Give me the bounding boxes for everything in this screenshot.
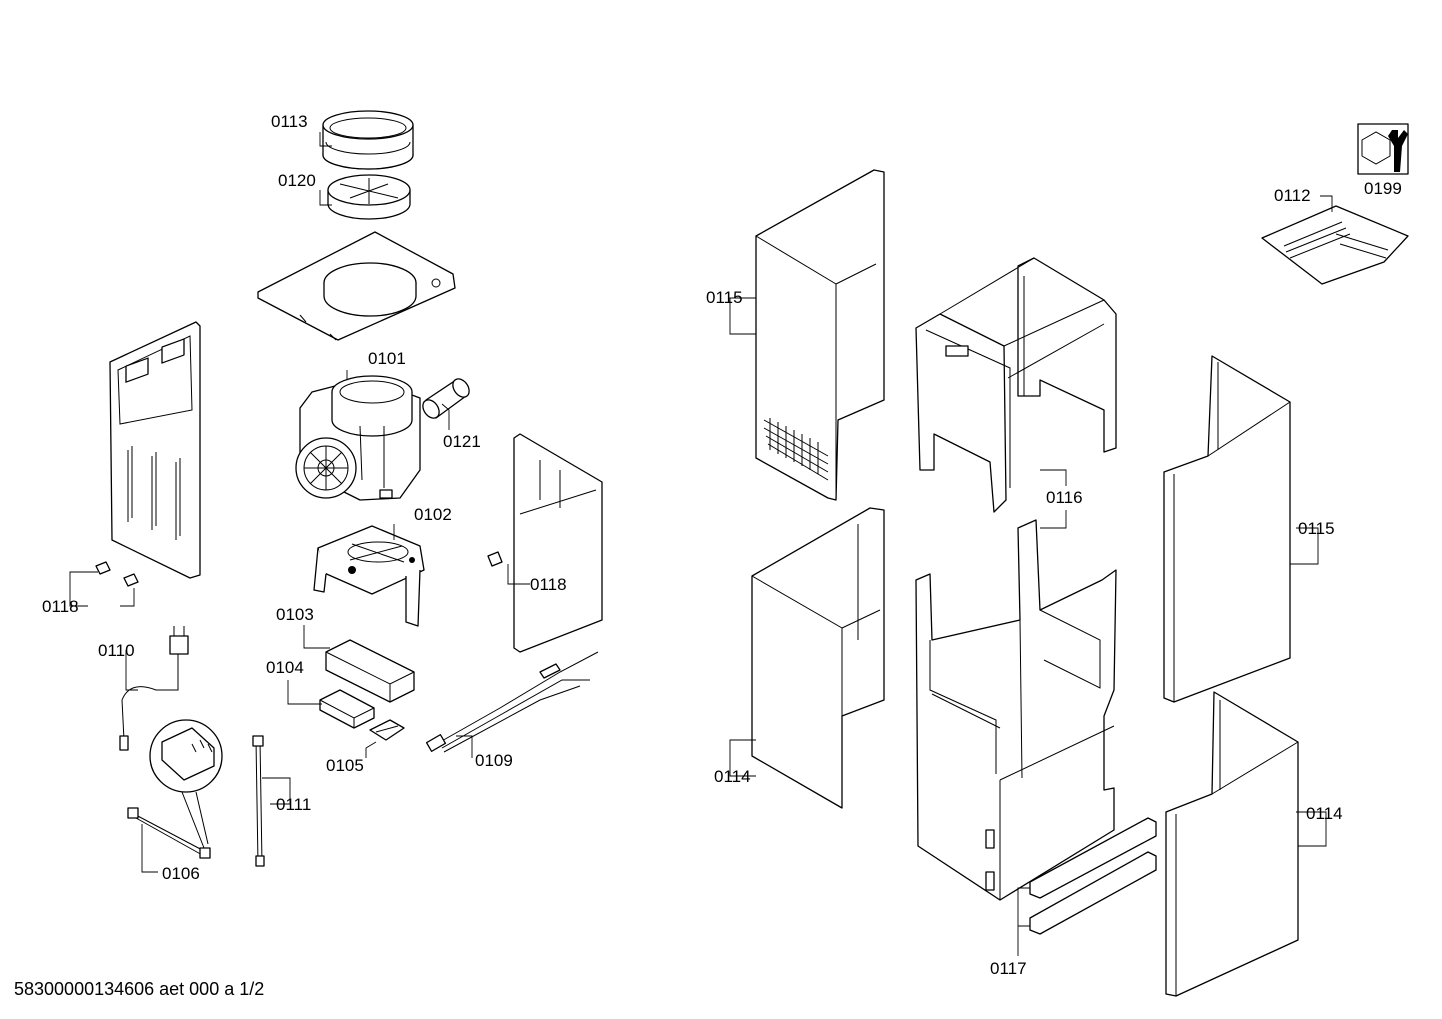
label-0106: 0106 bbox=[162, 864, 200, 883]
label-0116: 0116 bbox=[1046, 488, 1083, 507]
part-0114-chimney-panel-lower-left bbox=[751, 507, 885, 809]
label-0199: 0199 bbox=[1364, 179, 1402, 198]
part-0110-power-cord bbox=[119, 626, 189, 751]
label-0120: 0120 bbox=[278, 171, 316, 190]
label-0114-left: 0114 bbox=[714, 767, 751, 786]
document-reference-code: 58300000134606 aet 000 a 1/2 bbox=[14, 979, 265, 999]
label-0102: 0102 bbox=[414, 505, 452, 524]
left-side-panel bbox=[109, 321, 201, 579]
mounting-plate bbox=[257, 231, 456, 341]
part-0117-trim-strips bbox=[1029, 817, 1157, 935]
label-0111: 0111 bbox=[276, 795, 311, 814]
connector-detail-callout bbox=[149, 719, 223, 849]
part-0112-screw-bag bbox=[1261, 205, 1409, 285]
label-0115-upper: 0115 bbox=[706, 288, 743, 307]
part-0113-collar-ring bbox=[322, 110, 414, 170]
part-0104-capacitor-holder bbox=[319, 689, 375, 729]
part-0105-terminal bbox=[369, 719, 405, 741]
part-0106-cable bbox=[127, 807, 211, 859]
part-0120-backflow-flap bbox=[327, 174, 411, 220]
part-0101-blower-motor bbox=[295, 375, 421, 501]
part-0102-motor-bracket bbox=[313, 525, 425, 627]
lower-chimney-frame bbox=[915, 519, 1117, 901]
label-0118-right: 0118 bbox=[530, 575, 567, 594]
part-0103-control-module bbox=[325, 639, 415, 703]
label-0113: 0113 bbox=[271, 112, 308, 131]
part-0115-chimney-panel-right bbox=[1163, 355, 1291, 703]
label-0103: 0103 bbox=[276, 605, 314, 624]
right-small-panel bbox=[487, 433, 603, 653]
part-0121-capacitor bbox=[422, 378, 470, 419]
label-0104: 0104 bbox=[266, 658, 304, 677]
label-0115-right: 0115 bbox=[1298, 519, 1335, 538]
label-0105: 0105 bbox=[326, 756, 364, 775]
label-0109: 0109 bbox=[475, 751, 513, 770]
part-0116-upper-frame bbox=[915, 257, 1117, 513]
part-number-labels: 0113 0120 0101 0121 0102 0103 0104 0105 … bbox=[42, 112, 1402, 978]
part-0118-clip-left bbox=[95, 561, 139, 587]
label-0112: 0112 bbox=[1274, 186, 1311, 205]
part-0115-chimney-panel-upper-left bbox=[755, 169, 885, 501]
part-0114-chimney-panel-lower-right bbox=[1165, 691, 1299, 997]
label-0117: 0117 bbox=[990, 959, 1027, 978]
leader-lines bbox=[69, 132, 1333, 956]
part-0199-tool-icon bbox=[1357, 123, 1409, 175]
label-0118-left: 0118 bbox=[42, 597, 79, 616]
label-0121: 0121 bbox=[443, 432, 481, 451]
label-0101: 0101 bbox=[368, 349, 406, 368]
part-0111-ground-cable bbox=[252, 735, 265, 867]
label-0114-right: 0114 bbox=[1306, 804, 1343, 823]
part-0109-wiring-harness bbox=[425, 651, 599, 753]
label-0110: 0110 bbox=[98, 641, 135, 660]
